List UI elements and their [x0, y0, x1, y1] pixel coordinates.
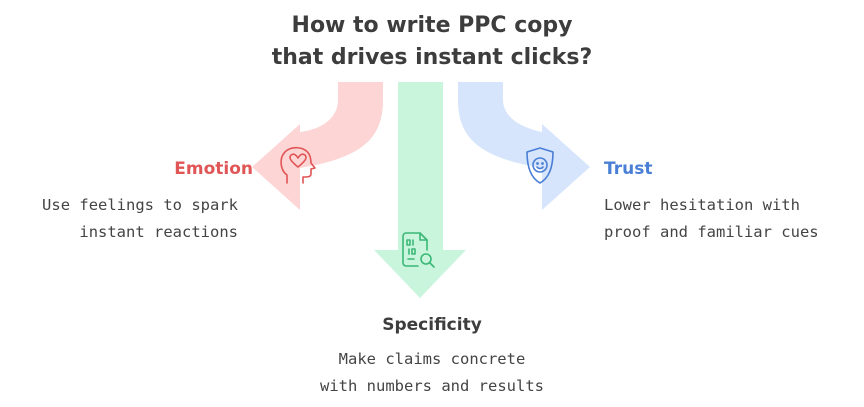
specificity-label: Specificity — [382, 315, 482, 335]
trust-description: Lower hesitation with proof and familiar… — [604, 192, 854, 246]
specificity-arrow — [374, 82, 466, 298]
trust-desc-line-2: proof and familiar cues — [604, 223, 819, 241]
specificity-description: Make claims concrete with numbers and re… — [232, 346, 632, 400]
emotion-label: Emotion — [174, 159, 253, 179]
emotion-desc-line-1: Use feelings to spark — [42, 196, 238, 214]
emotion-desc-line-2: instant reactions — [79, 223, 238, 241]
emotion-description: Use feelings to spark instant reactions — [8, 192, 238, 246]
specificity-desc-line-2: with numbers and results — [320, 377, 544, 395]
trust-desc-line-1: Lower hesitation with — [604, 196, 800, 214]
shield-face-icon — [526, 147, 554, 184]
data-search-icon — [402, 232, 435, 268]
diagram-title: How to write PPC copy that drives instan… — [0, 10, 864, 74]
specificity-desc-line-1: Make claims concrete — [338, 350, 526, 368]
trust-arrow — [458, 82, 590, 210]
emotion-arrow — [252, 82, 383, 210]
head-heart-icon — [280, 146, 316, 184]
title-line-2: that drives instant clicks? — [271, 45, 593, 70]
trust-label: Trust — [604, 159, 653, 179]
title-line-1: How to write PPC copy — [291, 13, 573, 38]
